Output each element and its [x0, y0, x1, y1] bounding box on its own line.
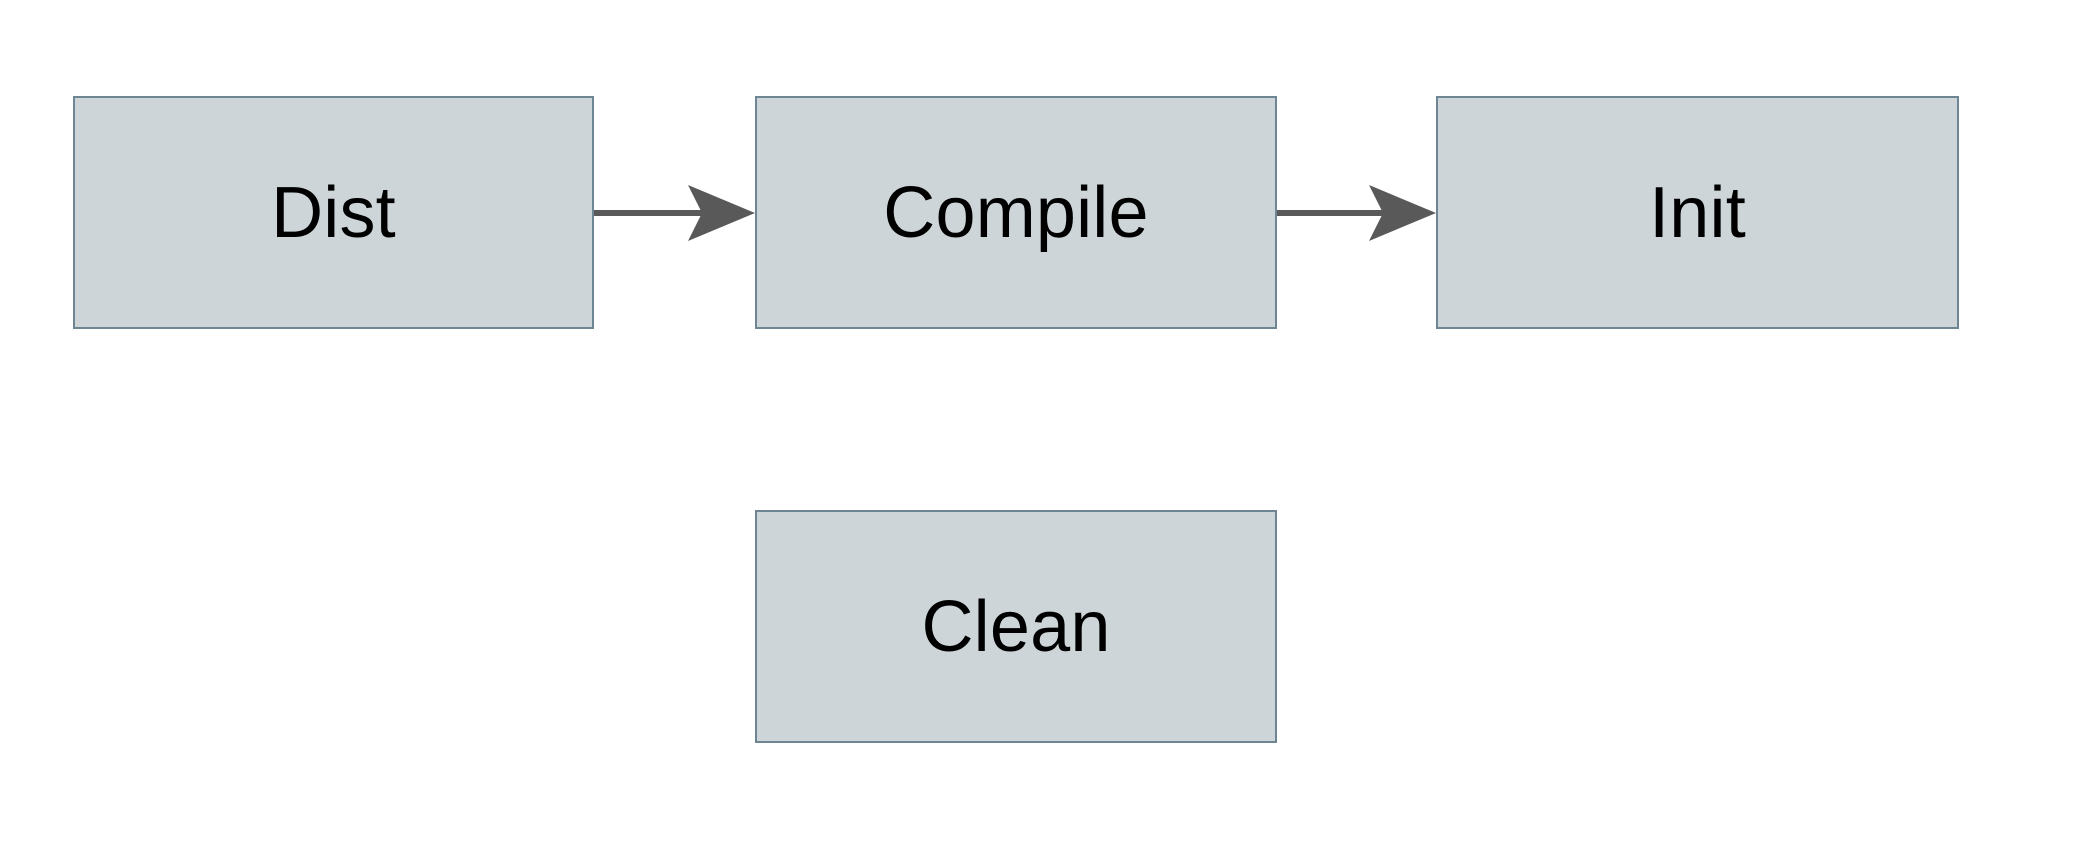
edge-compile-to-init[interactable]	[1277, 185, 1436, 241]
node-label: Dist	[271, 172, 396, 253]
edge-dist-to-compile[interactable]	[594, 185, 755, 241]
node-clean[interactable]: Clean	[755, 510, 1277, 743]
node-dist[interactable]: Dist	[73, 96, 594, 329]
edge-line	[594, 210, 706, 216]
node-label: Compile	[883, 172, 1149, 253]
node-compile[interactable]: Compile	[755, 96, 1277, 329]
node-label: Clean	[921, 586, 1111, 667]
node-label: Init	[1649, 172, 1746, 253]
node-init[interactable]: Init	[1436, 96, 1959, 329]
edge-line	[1277, 210, 1388, 216]
arrowhead-icon	[688, 185, 755, 241]
arrowhead-icon	[1369, 185, 1436, 241]
